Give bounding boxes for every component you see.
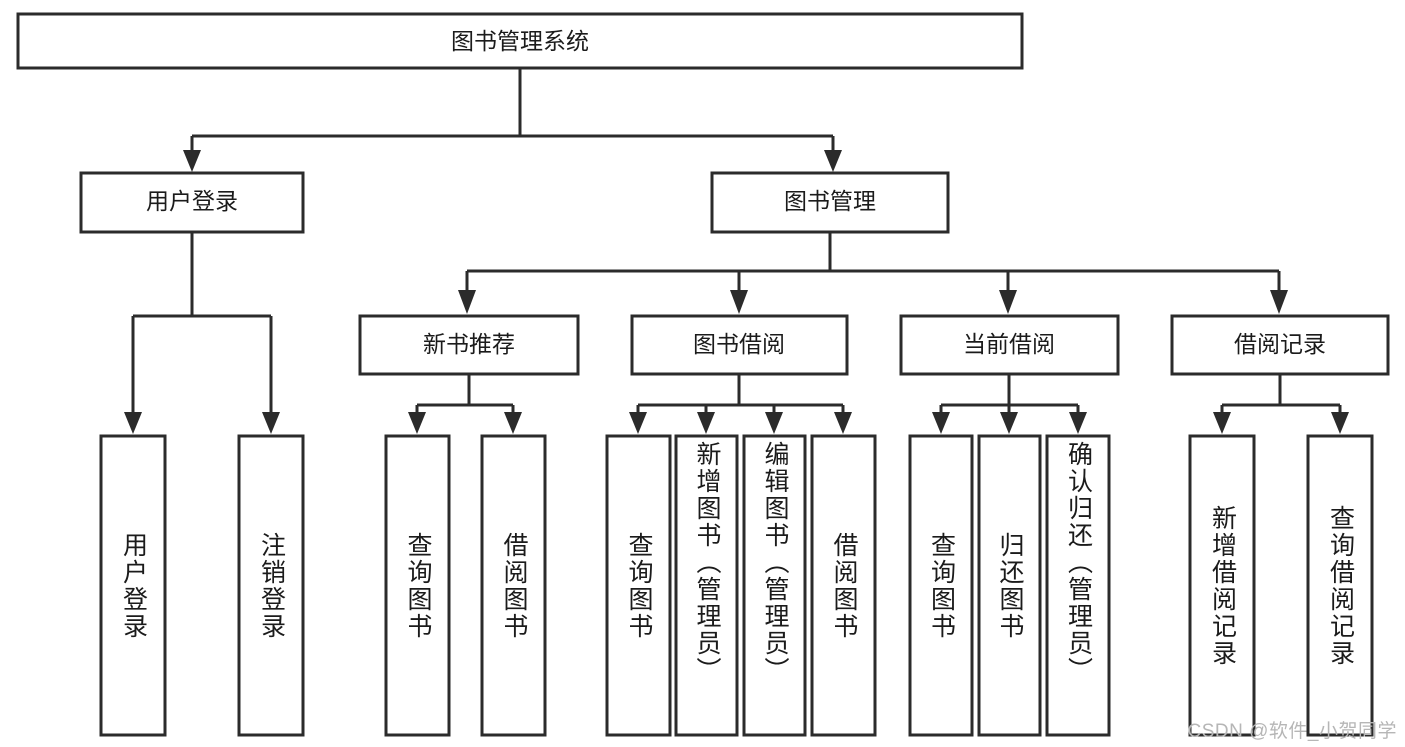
node-user-login[interactable]: 用户登录 — [79, 171, 305, 234]
node-book-borrow[interactable]: 图书借阅 — [630, 314, 849, 376]
csdn-watermark: CSDN @软件_小贺同学 — [1187, 721, 1397, 742]
node-root-label: 图书管理系统 — [451, 28, 589, 54]
connector-book-borrow-to-leaves — [629, 374, 852, 434]
leaf-box-query-book-2[interactable] — [605, 434, 672, 737]
leaf-box-confirm-return[interactable] — [1045, 434, 1111, 737]
node-book-borrow-label: 图书借阅 — [693, 331, 785, 357]
node-book-management[interactable]: 图书管理 — [710, 171, 950, 234]
connector-book-management-to-level2 — [458, 232, 1288, 314]
node-current-borrow-box — [899, 314, 1120, 376]
node-new-book-recommend-box — [358, 314, 580, 376]
leaf-box-query-record[interactable] — [1306, 434, 1374, 737]
node-user-login-box — [79, 171, 305, 234]
node-current-borrow-label: 当前借阅 — [963, 331, 1055, 357]
node-new-book-recommend-label: 新书推荐 — [423, 331, 515, 357]
leaf-box-add-book[interactable] — [674, 434, 739, 737]
node-book-management-label: 图书管理 — [784, 188, 876, 214]
connector-borrow-record-to-leaves — [1213, 374, 1349, 434]
node-borrow-record[interactable]: 借阅记录 — [1170, 314, 1390, 376]
node-borrow-record-label: 借阅记录 — [1234, 331, 1326, 357]
leaf-box-query-book-3[interactable] — [908, 434, 974, 737]
leaf-box-user-logout[interactable] — [237, 434, 305, 737]
leaf-box-return-book[interactable] — [977, 434, 1042, 737]
leaf-box-query-book-1[interactable] — [384, 434, 451, 737]
node-user-login-label: 用户登录 — [146, 188, 238, 214]
leaf-box-borrow-book-1[interactable] — [480, 434, 547, 737]
node-root[interactable]: 图书管理系统 — [16, 12, 1024, 70]
leaf-box-edit-book[interactable] — [742, 434, 807, 737]
node-root-box — [16, 12, 1024, 70]
connector-current-borrow-to-leaves — [932, 374, 1087, 434]
connector-root-to-level1 — [183, 68, 842, 172]
connector-new-book-recommend-to-leaves — [408, 374, 522, 434]
leaf-box-user-login[interactable] — [99, 434, 167, 737]
node-current-borrow[interactable]: 当前借阅 — [899, 314, 1120, 376]
leaf-box-borrow-book-2[interactable] — [810, 434, 877, 737]
node-new-book-recommend[interactable]: 新书推荐 — [358, 314, 580, 376]
connector-user-login-to-leaves — [124, 232, 280, 434]
leaf-box-add-record[interactable] — [1188, 434, 1256, 737]
